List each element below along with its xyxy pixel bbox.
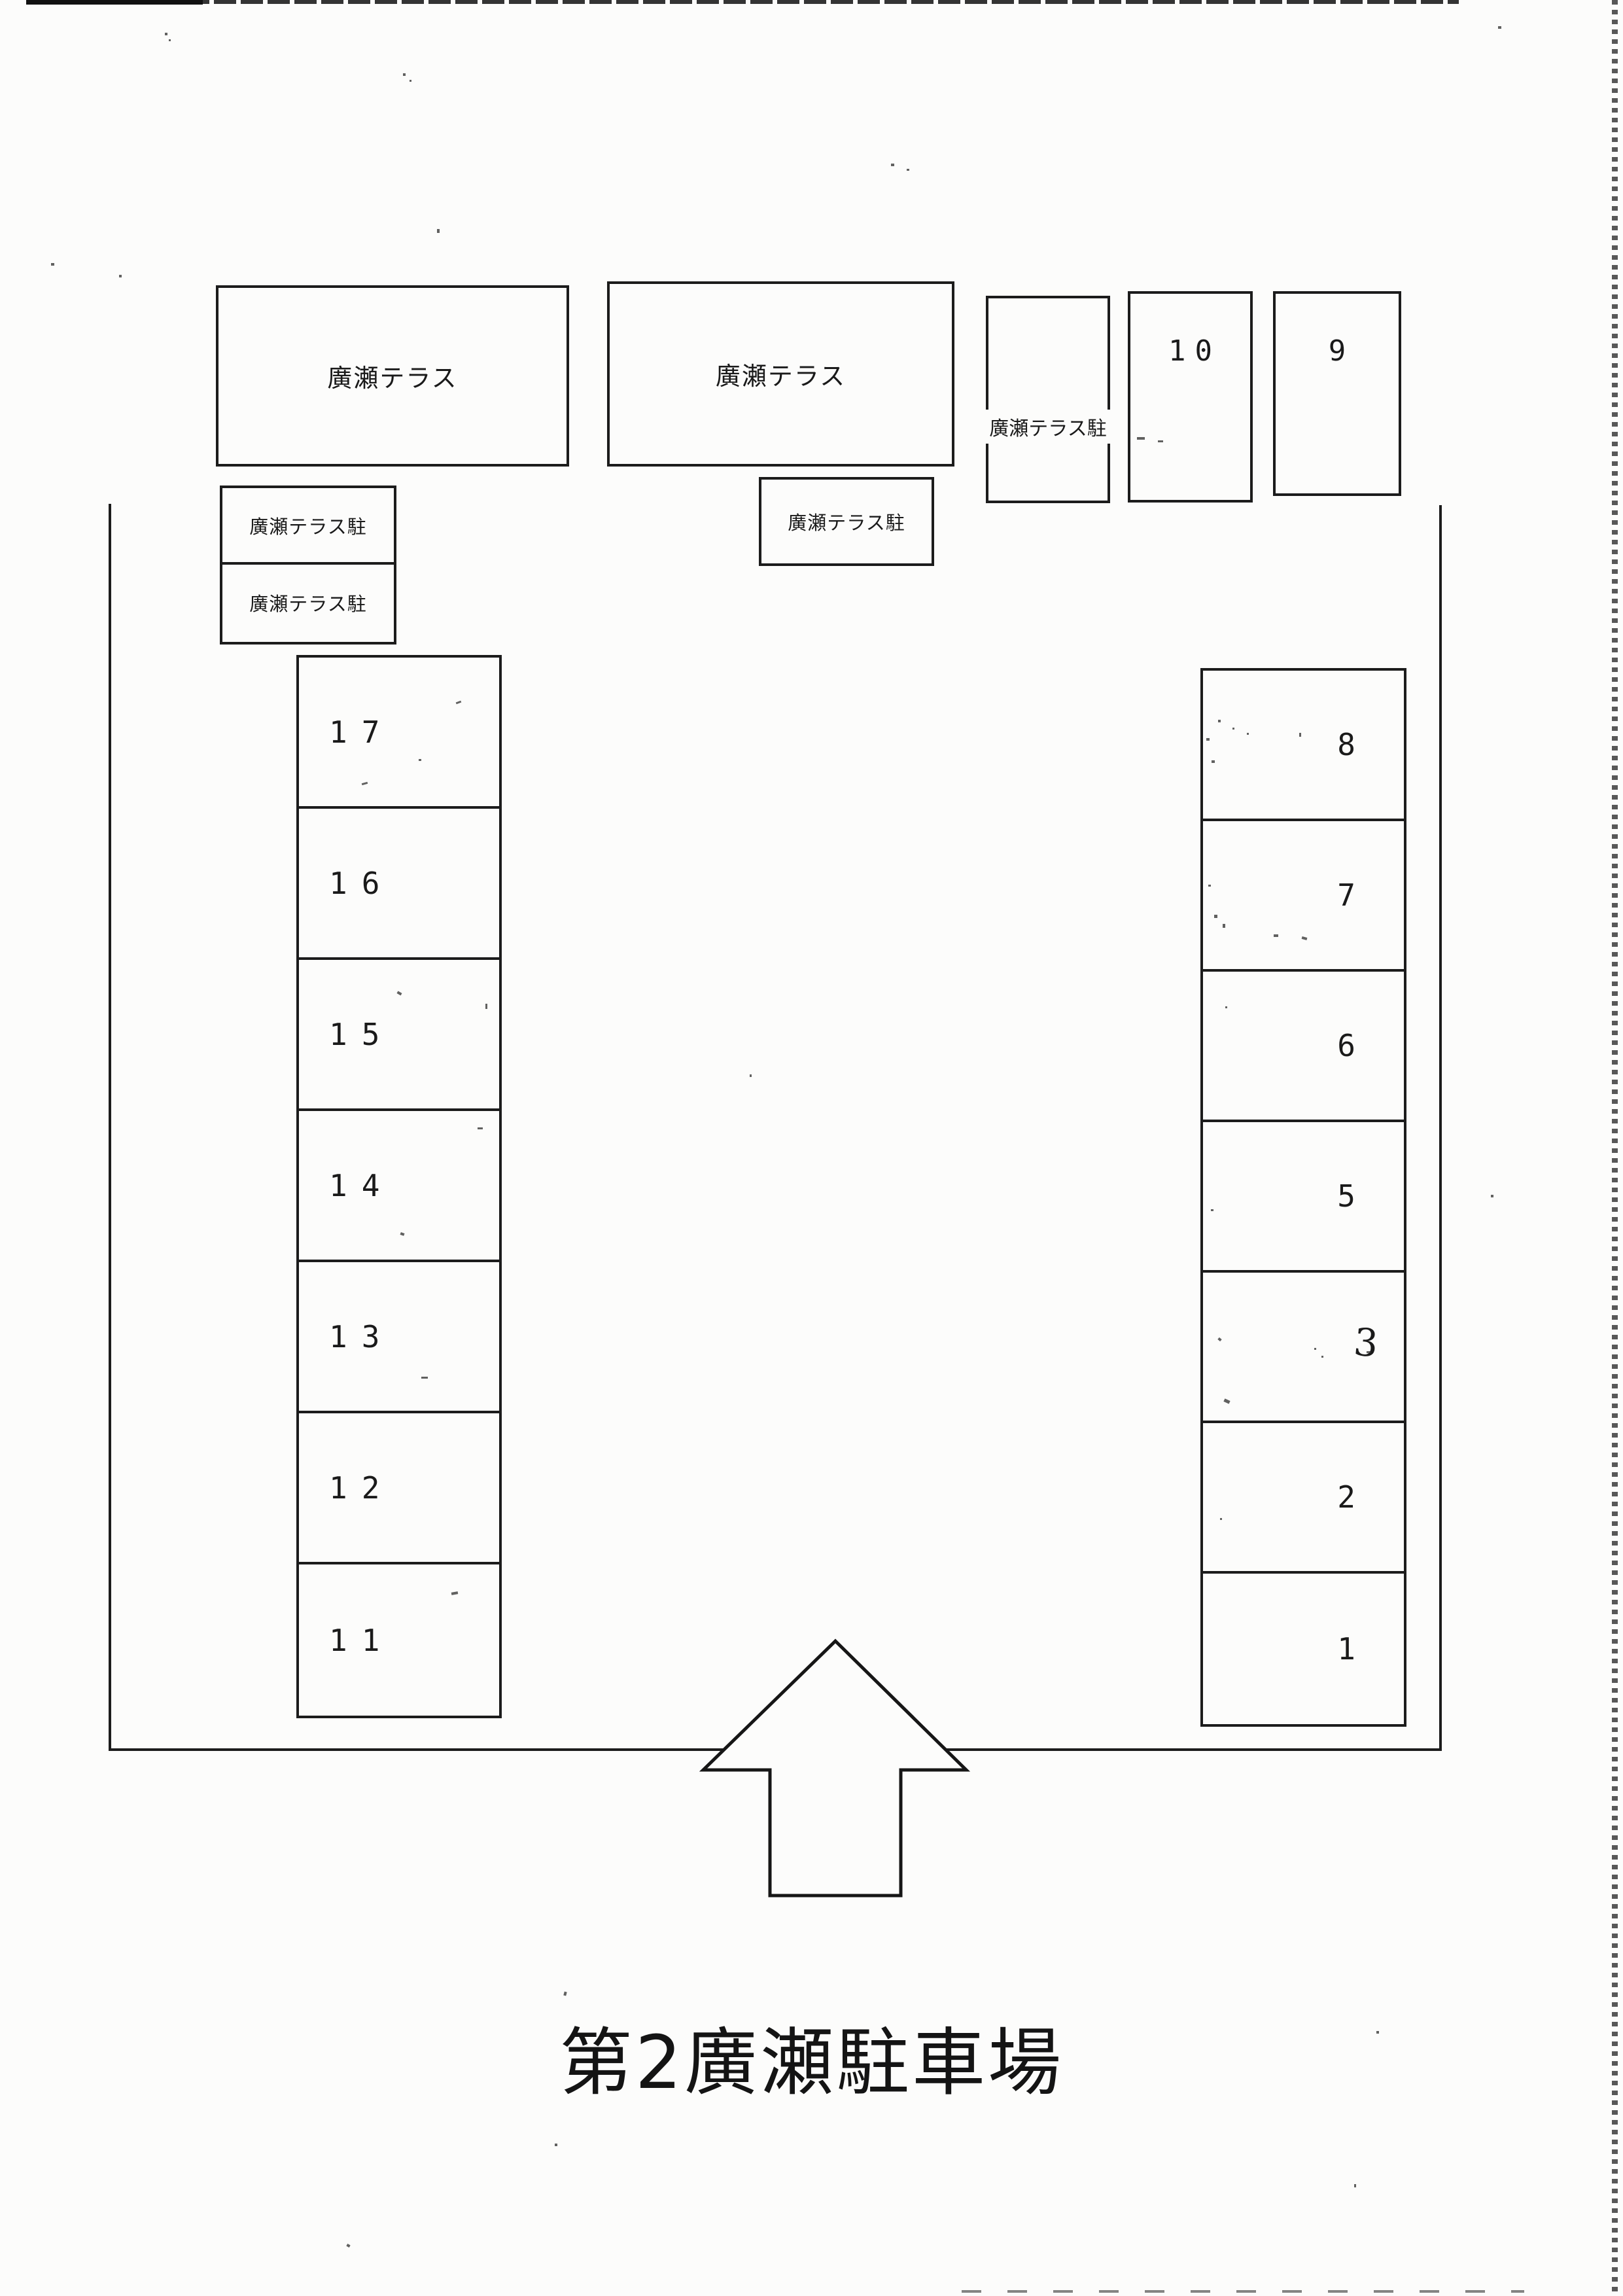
scan-artifact-bottom-edge [962,2290,1524,2293]
scan-speckle [419,759,421,761]
parking-space-2: 2 [1203,1423,1404,1574]
terrace-parking-left-row-1-label: 廣瀬テラス駐 [249,515,367,538]
scan-speckle [1321,1356,1323,1358]
scan-speckle [1225,1006,1227,1008]
scan-speckle [421,1377,428,1379]
scan-speckle [437,229,440,233]
parking-space-8: 8 [1203,671,1404,821]
left-parking-column: 17 16 15 14 13 12 11 [296,655,502,1718]
scan-speckle [1498,26,1501,29]
scan-speckle [1299,733,1301,737]
parking-space-7: 7 [1203,821,1404,972]
space-14-number: 14 [329,1167,394,1203]
scan-speckle [1247,733,1249,735]
scan-speckle [750,1074,752,1077]
space-2-number: 2 [1337,1479,1355,1515]
building-hirose-terrace-b: 廣瀬テラス [607,281,954,467]
space-7-number: 7 [1337,877,1355,913]
scan-speckle [403,73,406,76]
scan-speckle [1211,1209,1213,1211]
terrace-parking-tall-lot: 廣瀬テラス駐 [984,296,1112,503]
scan-artifact-top-edge [26,0,1459,4]
space-11-number: 11 [329,1622,394,1658]
scan-speckle [891,164,894,166]
parking-space-10: 10 [1128,291,1253,503]
building-hirose-terrace-a: 廣瀬テラス [216,285,569,467]
parking-space-14: 14 [299,1111,499,1262]
space-13-number: 13 [329,1318,394,1354]
scan-speckle [165,33,167,35]
terrace-parking-left-row-1: 廣瀬テラス駐 [222,488,394,565]
parking-space-12: 12 [299,1413,499,1564]
scan-speckle [410,80,411,82]
scan-speckle [1137,437,1145,440]
entrance-up-arrow [699,1638,971,1898]
space-5-number: 5 [1337,1178,1355,1214]
map-title: 第2廣瀬駐車場 [559,2021,1064,2106]
parking-space-11: 11 [299,1564,499,1716]
building-a-label: 廣瀬テラス [327,364,458,393]
terrace-parking-left-row-2-label: 廣瀬テラス駐 [249,592,367,615]
scan-speckle [1491,1195,1493,1197]
space-3-number-handwritten: 3 [1352,1319,1380,1366]
scan-speckle [1223,924,1225,928]
space-16-number: 16 [329,865,394,901]
scan-speckle [1376,2031,1379,2034]
space-15-number: 15 [329,1016,394,1052]
scan-speckle [1218,720,1221,722]
parking-space-9: 9 [1273,291,1401,496]
parking-space-1: 1 [1203,1574,1404,1724]
scan-speckle [51,263,54,266]
scan-speckle [478,1127,483,1129]
space-8-number: 8 [1337,727,1355,762]
space-9-number: 9 [1328,334,1355,368]
scan-speckle [563,1991,567,1996]
parking-space-6: 6 [1203,972,1404,1122]
lot-border-right [1439,505,1442,1751]
space-1-number: 1 [1337,1631,1355,1667]
right-parking-column: 8 7 6 5 3 2 1 [1200,668,1406,1727]
scan-speckle [169,39,171,41]
parking-space-15: 15 [299,960,499,1111]
scan-speckle [1354,2184,1356,2187]
scan-speckle [1274,934,1278,937]
terrace-parking-middle-lot: 廣瀬テラス駐 [759,477,934,566]
terrace-parking-middle-lot-label: 廣瀬テラス駐 [788,512,905,534]
scan-speckle [1212,760,1215,763]
lot-border-left [109,504,111,1751]
space-17-number: 17 [329,714,394,750]
scan-speckle [1314,1348,1316,1350]
space-10-number: 10 [1168,334,1221,368]
entrance-up-arrow-shape [699,1638,971,1898]
parking-space-16: 16 [299,809,499,960]
scan-artifact-right-edge [1612,0,1618,2296]
scan-speckle [346,2244,351,2248]
scan-speckle [907,169,909,171]
scan-speckle [1220,1518,1222,1520]
parking-space-17: 17 [299,658,499,809]
parking-space-13: 13 [299,1262,499,1413]
terrace-parking-left-lot: 廣瀬テラス駐 廣瀬テラス駐 [220,486,396,645]
space-12-number: 12 [329,1470,394,1506]
scan-speckle [1214,915,1217,918]
scan-artifact-top-edge-solid [26,0,203,5]
scan-speckle [485,1004,487,1009]
building-b-label: 廣瀬テラス [715,362,846,391]
scan-speckle [1158,440,1163,442]
scan-speckle [1206,738,1210,741]
parking-space-3: 3 [1203,1273,1404,1423]
scan-speckle [555,2144,557,2146]
terrace-parking-left-row-2: 廣瀬テラス駐 [222,565,394,640]
parking-space-5: 5 [1203,1122,1404,1273]
space-6-number: 6 [1337,1028,1355,1063]
scan-speckle [119,275,122,277]
scan-speckle [1208,885,1211,887]
scan-speckle [1367,1351,1370,1353]
scan-speckle [1232,728,1234,730]
terrace-parking-tall-lot-label: 廣瀬テラス駐 [984,410,1112,444]
